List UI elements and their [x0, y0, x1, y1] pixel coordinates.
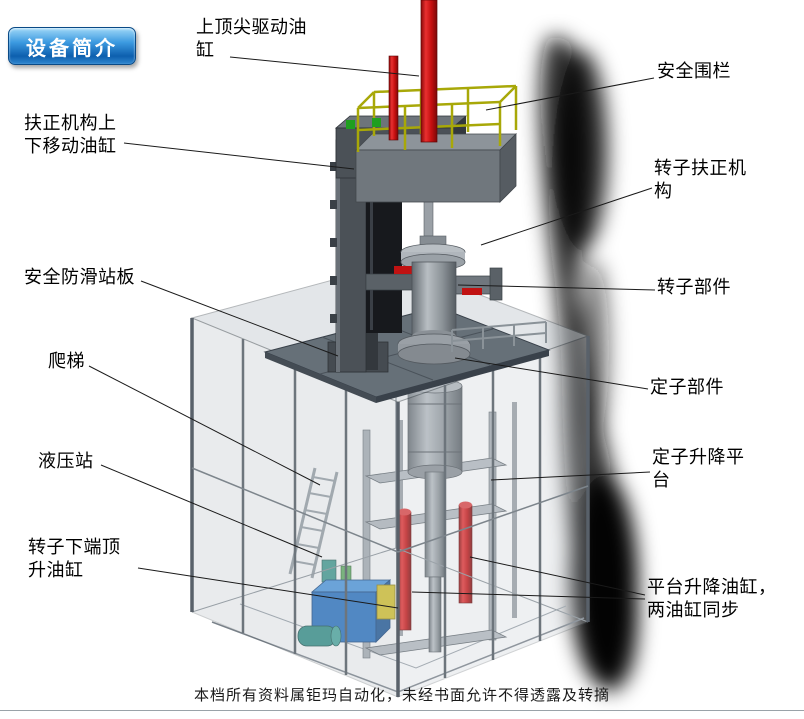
title-badge: 设备简介 [8, 27, 136, 65]
platform-lift-cylinders [397, 501, 473, 631]
label-centering-move-cylinder: 扶正机构上下移动油缸 [24, 113, 117, 156]
label-rotor-bottom-jack-cylinder: 转子下端顶升油缸 [28, 537, 121, 580]
copyright-footer: 本档所有资料属钜玛自动化，未经书面允许不得透露及转摘 [193, 687, 610, 704]
leader-rotor-jack [137, 567, 399, 609]
label-hydraulic-station: 液压站 [38, 451, 94, 471]
leader-hydraulic [100, 464, 323, 558]
label-stator-component: 定子部件 [650, 377, 724, 397]
leader-stator-platform [490, 471, 651, 481]
leader-stator-part [454, 357, 649, 390]
leader-centering-cylinder [123, 142, 355, 170]
leader-rotor-centering [480, 187, 653, 246]
label-safety-fence: 安全围栏 [657, 61, 731, 81]
top-drive-cylinder [388, 0, 438, 143]
label-ladder: 爬梯 [48, 351, 85, 371]
label-top-drive-cylinder: 上顶尖驱动油缸 [196, 17, 307, 60]
label-rotor-centering-mechanism: 转子扶正机构 [654, 158, 747, 201]
leader-ladder [88, 365, 321, 486]
fence-green-fittings [346, 118, 381, 129]
top-platform [355, 133, 517, 203]
label-stator-lift-platform: 定子升降平台 [652, 447, 745, 490]
label-rotor-component: 转子部件 [657, 277, 731, 297]
rotor-assembly [365, 171, 503, 365]
leader-rotor-part [457, 284, 656, 291]
leader-platform-cyl-b [411, 591, 646, 600]
label-platform-lift-cylinders: 平台升降油缸，两油缸同步 [647, 577, 777, 620]
leader-antislip [140, 280, 339, 357]
bottom-divider [0, 710, 804, 711]
leader-platform-cyl-a [469, 556, 646, 596]
leader-lines [88, 56, 656, 609]
hydraulic-station [297, 559, 396, 647]
leader-top-drive [229, 56, 420, 77]
deck-side-rail [451, 321, 547, 352]
leader-safety-fence [485, 77, 655, 111]
label-antislip-platform: 安全防滑站板 [24, 267, 135, 287]
